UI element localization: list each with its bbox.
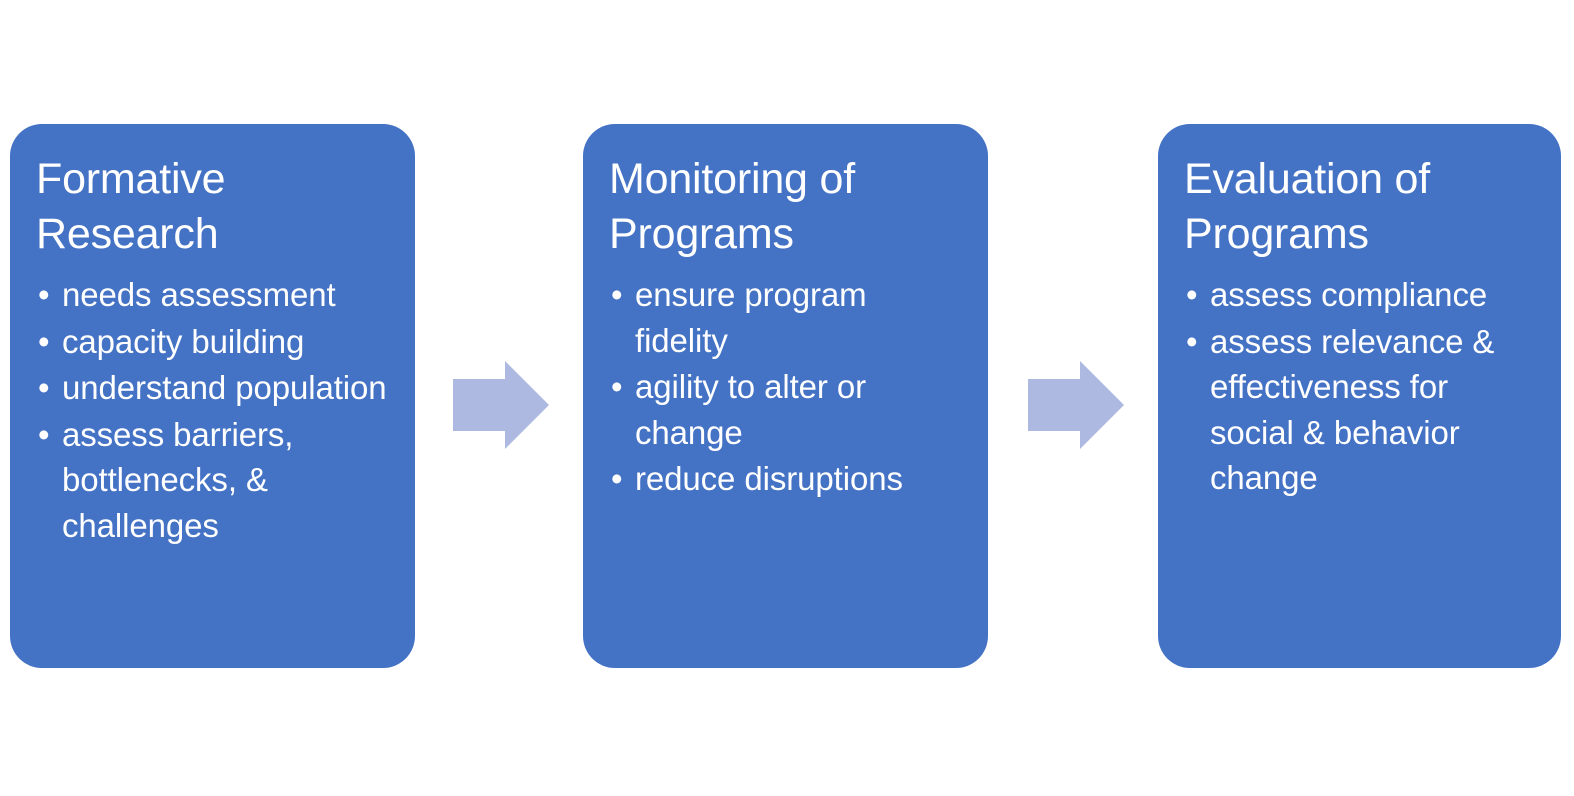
list-item: • agility to alter or change: [609, 364, 964, 455]
list-item-label: assess compliance: [1210, 276, 1488, 314]
bullet-icon: •: [611, 460, 623, 498]
flow-arrow-right-icon: [453, 361, 549, 449]
list-item-label: assess relevance & effectiveness for soc…: [1210, 322, 1495, 497]
bullet-icon: •: [38, 276, 50, 314]
process-node-evaluation-of-programs[interactable]: Evaluation of Programs • assess complian…: [1158, 124, 1561, 668]
list-item: • assess relevance & effectiveness for s…: [1184, 319, 1537, 501]
list-item: • assess barriers, bottlenecks, & challe…: [36, 412, 391, 549]
bullet-icon: •: [1186, 322, 1198, 360]
process-node-formative-research[interactable]: Formative Research • needs assessment • …: [10, 124, 415, 668]
list-item: • capacity building: [36, 319, 391, 365]
bullet-icon: •: [38, 415, 50, 453]
list-item: • reduce disruptions: [609, 456, 964, 502]
list-item: • understand population: [36, 365, 391, 411]
flow-arrow-right-icon: [1028, 361, 1124, 449]
bullet-icon: •: [611, 368, 623, 406]
bullet-icon: •: [38, 322, 50, 360]
node-title: Evaluation of Programs: [1184, 155, 1431, 259]
list-item-label: capacity building: [62, 322, 305, 360]
list-item: • assess compliance: [1184, 272, 1537, 318]
node-title: Monitoring of Programs: [609, 155, 855, 259]
bullet-icon: •: [611, 276, 623, 314]
node-bullet-list: • ensure program fidelity • agility to a…: [609, 272, 964, 502]
list-item-label: ensure program fidelity: [635, 276, 867, 359]
list-item-label: assess barriers, bottlenecks, & challeng…: [62, 415, 294, 544]
list-item-label: agility to alter or change: [635, 368, 867, 451]
process-node-monitoring-of-programs[interactable]: Monitoring of Programs • ensure program …: [583, 124, 988, 668]
list-item: • needs assessment: [36, 272, 391, 318]
list-item-label: understand population: [62, 369, 387, 407]
list-item: • ensure program fidelity: [609, 272, 964, 363]
node-bullet-list: • assess compliance • assess relevance &…: [1184, 272, 1537, 501]
bullet-icon: •: [1186, 276, 1198, 314]
node-title: Formative Research: [36, 155, 226, 259]
bullet-icon: •: [38, 369, 50, 407]
node-bullet-list: • needs assessment • capacity building •…: [36, 272, 391, 548]
list-item-label: reduce disruptions: [635, 460, 903, 498]
list-item-label: needs assessment: [62, 276, 336, 314]
